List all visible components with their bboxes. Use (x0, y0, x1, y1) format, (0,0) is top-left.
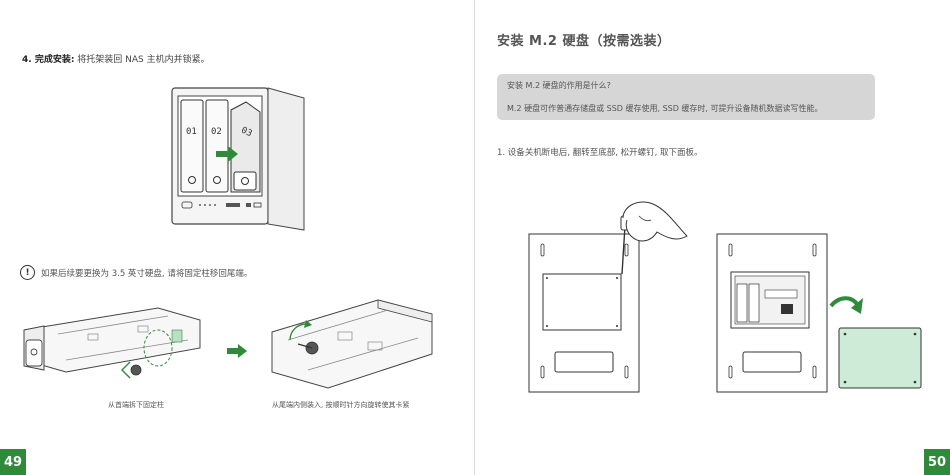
step-4-text: 将托架装回 NAS 主机内并锁紧。 (77, 55, 209, 65)
panel-removed-illustration (715, 232, 925, 397)
step-4-title: 4. 完成安装: 将托架装回 NAS 主机内并锁紧。 (22, 52, 210, 65)
tray-remove-post-illustration (18, 300, 208, 390)
info-question: 安装 M.2 硬盘的作用是什么? (507, 80, 865, 91)
nas-front-illustration: 01 02 03 (170, 84, 310, 232)
note-replace-hdd: ! 如果后续要更换为 3.5 英寸硬盘, 请将固定柱移回尾端。 (20, 265, 252, 280)
bay-label-2: 02 (211, 127, 222, 137)
step-1-text: 1. 设备关机断电后, 翻转至底部, 松开螺钉, 取下面板。 (497, 146, 703, 158)
info-answer: M.2 硬盘可作普通存储盘或 SSD 缓存使用, SSD 缓存时, 可提升设备随… (507, 103, 865, 114)
note-text: 如果后续要更换为 3.5 英寸硬盘, 请将固定柱移回尾端。 (41, 267, 252, 279)
page-50: 安装 M.2 硬盘（按需选装） 安装 M.2 硬盘的作用是什么? M.2 硬盘可… (475, 0, 950, 475)
exclamation-icon: ! (20, 265, 35, 280)
caption-install-post: 从尾端内侧装入, 按顺时针方向旋转使其卡紧 (272, 400, 409, 410)
green-right-arrow (227, 344, 247, 358)
bay-label-1: 01 (186, 127, 197, 137)
bottom-panel-unscrew-illustration (527, 196, 697, 396)
page-number-49: 49 (0, 449, 26, 475)
page-49: 4. 完成安装: 将托架装回 NAS 主机内并锁紧。 01 02 03 (0, 0, 475, 475)
step-4-label: 4. 完成安装: (22, 55, 74, 65)
section-title-m2: 安装 M.2 硬盘（按需选装） (497, 30, 670, 49)
page-number-50: 50 (924, 449, 950, 475)
info-box-m2-purpose: 安装 M.2 硬盘的作用是什么? M.2 硬盘可作普通存储盘或 SSD 缓存使用… (497, 74, 875, 120)
tray-install-post-illustration (268, 292, 438, 392)
caption-remove-post: 从首端拆下固定柱 (108, 400, 164, 410)
